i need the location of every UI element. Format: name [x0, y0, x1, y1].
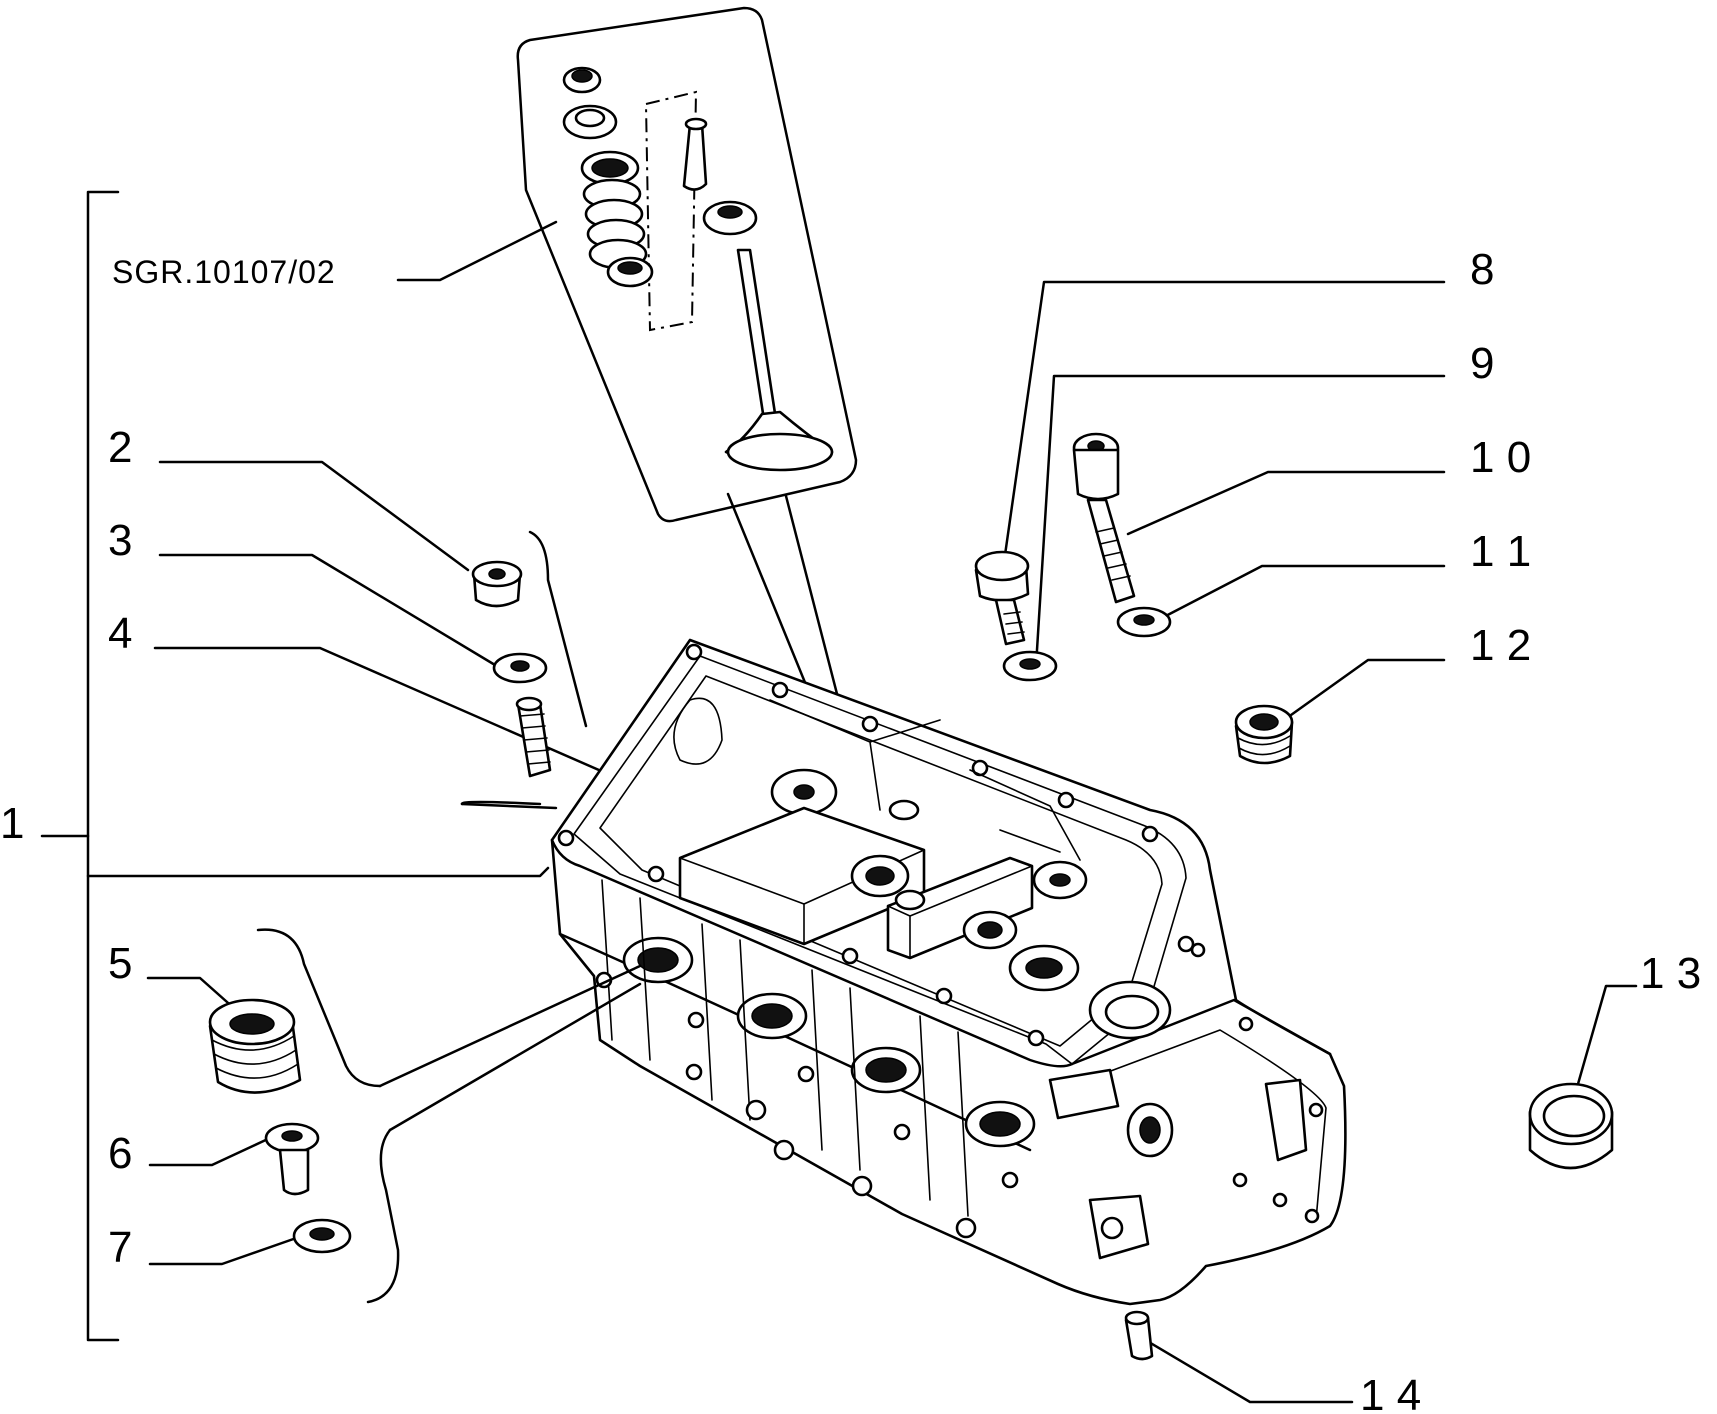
leader-lines	[146, 220, 1638, 1404]
cylinder-head	[550, 638, 1347, 1306]
part-4-stud	[515, 696, 552, 778]
callout-7: 7	[108, 1223, 132, 1272]
part-3-washer	[492, 652, 548, 684]
part-7-seal-ring	[292, 1218, 352, 1254]
valve-spring	[580, 150, 648, 270]
part-12-plug	[1234, 704, 1294, 765]
group-curves	[256, 530, 642, 1304]
callout-10: 1 0	[1470, 433, 1531, 482]
reference-code: SGR.10107/02	[112, 254, 336, 290]
valve-detail-inset	[516, 6, 858, 523]
callout-14: 1 4	[1360, 1371, 1421, 1414]
part-2-nut	[471, 560, 523, 608]
part-10-head-bolt	[1072, 432, 1136, 604]
callout-6: 6	[108, 1129, 132, 1178]
callout-3: 3	[108, 516, 132, 565]
part-6-bush	[264, 1122, 320, 1196]
callout-5: 5	[108, 939, 132, 988]
front-bolt-holes	[595, 971, 1019, 1239]
part-8-bolt	[974, 550, 1030, 646]
callout-2: 2	[108, 423, 132, 472]
callout-8: 8	[1470, 245, 1494, 294]
deck-bolt-holes	[557, 643, 1195, 1047]
part-9-washer	[1002, 650, 1058, 682]
rocker-pedestals	[678, 806, 1034, 960]
callout-11: 1 1	[1470, 527, 1531, 576]
part-5-threaded-plug	[208, 998, 302, 1094]
callout-1: 1	[0, 799, 24, 848]
callout-12: 1 2	[1470, 621, 1531, 670]
callout-4: 4	[108, 609, 132, 658]
assembly-bracket	[40, 190, 550, 1342]
front-ports	[622, 936, 1036, 1148]
callout-9: 9	[1470, 339, 1494, 388]
callout-13: 1 3	[1640, 949, 1701, 998]
part-14-dowel	[1124, 1310, 1154, 1361]
part-13-ring	[1528, 1082, 1614, 1170]
part-11-washer	[1116, 606, 1172, 638]
